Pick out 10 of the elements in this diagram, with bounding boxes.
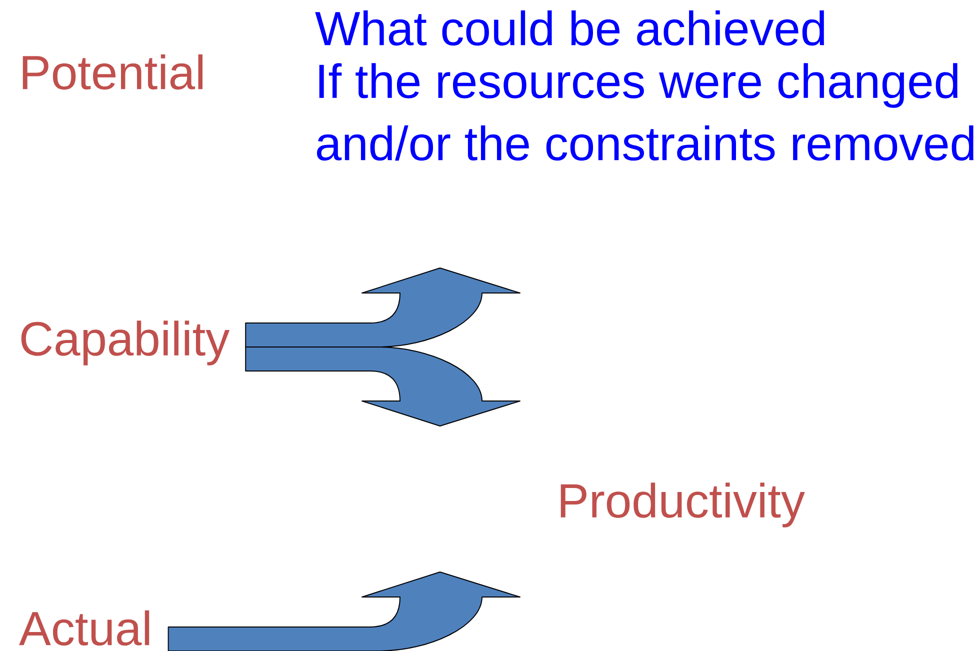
- description-text: What could be achieved: [315, 10, 824, 46]
- description-text: and/or the constraints removed: [316, 125, 974, 161]
- block-arrow: [168, 572, 520, 651]
- node-label: Capability: [21, 320, 230, 366]
- block-arrow: [245, 268, 520, 348]
- description-text: If the resources were changed: [319, 63, 958, 108]
- block-arrow: [245, 346, 520, 426]
- node-label: Potential: [22, 54, 202, 90]
- node-label: Actual: [19, 610, 150, 646]
- node-label: Productivity: [560, 482, 805, 528]
